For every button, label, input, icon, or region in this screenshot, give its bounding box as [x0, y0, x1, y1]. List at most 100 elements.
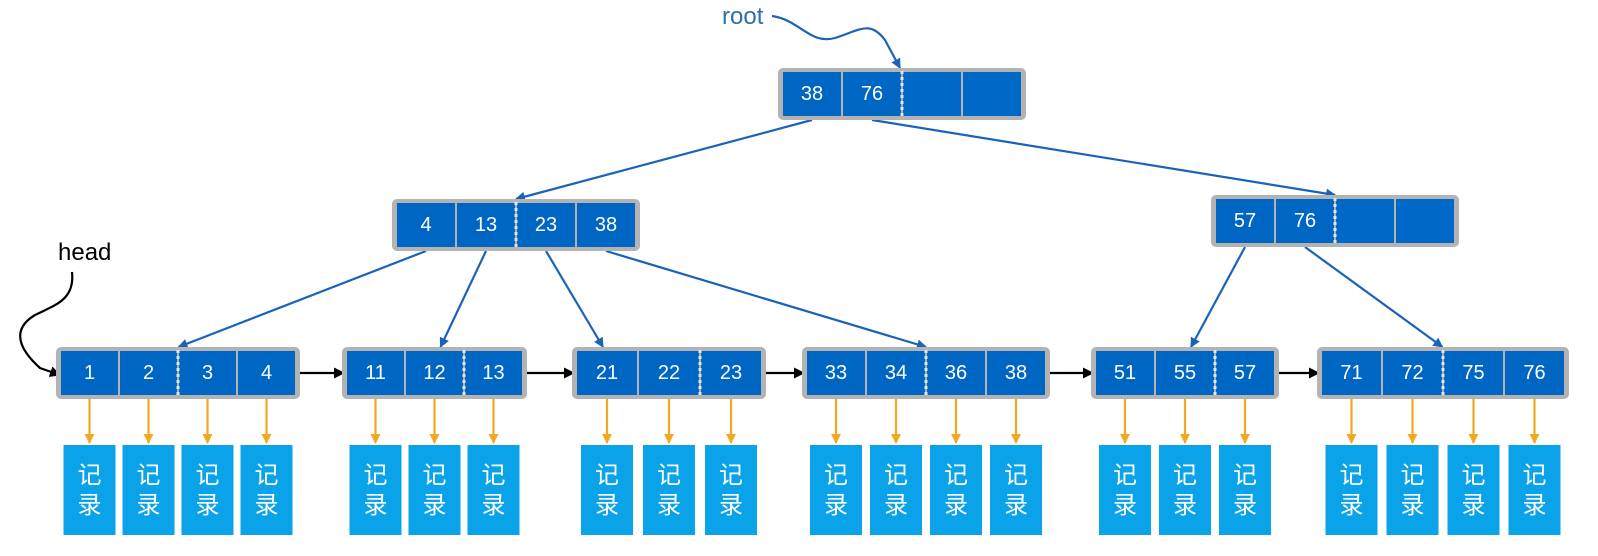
- leaf-node-6-cell-3: [1505, 351, 1564, 395]
- internal-node-2-cell-0: [1216, 199, 1274, 243]
- record-box: 记录: [240, 445, 293, 535]
- internal-node-2: 57 76: [1211, 195, 1459, 247]
- record-label: 记录: [1113, 461, 1137, 519]
- record-box: 记录: [181, 445, 234, 535]
- record-box: 记录: [930, 445, 982, 535]
- record-box-bg: [122, 445, 175, 535]
- record-label: 记录: [137, 461, 161, 519]
- record-box: 记录: [1447, 445, 1500, 535]
- leaf-node-1-cell-3: [238, 351, 295, 395]
- leaf-node-3-cell-2: [701, 351, 761, 395]
- leaf-node-3-cell-1: [639, 351, 699, 395]
- leaf-node-4-key: 33: [825, 362, 847, 384]
- record-label: 记录: [364, 461, 388, 519]
- leaf-node-1-key: 2: [143, 362, 154, 384]
- record-box-bg: [1386, 445, 1439, 535]
- record-label: 记录: [884, 461, 908, 519]
- leaf-node-2-key: 13: [482, 362, 504, 384]
- leaf-node-6-key: 72: [1401, 362, 1423, 384]
- internal-node-1-key: 13: [475, 214, 497, 236]
- leaf-node-6-cell-1: [1383, 351, 1442, 395]
- record-box: 记录: [643, 445, 695, 535]
- leaf-node-3-key: 23: [720, 362, 742, 384]
- leaf-node-4-cell-2: [927, 351, 985, 395]
- record-box: 记录: [1159, 445, 1211, 535]
- internal-node-2-cell-3: [1396, 199, 1454, 243]
- record-box-bg: [1099, 445, 1151, 535]
- internal-node-2-cell-2: [1336, 199, 1394, 243]
- record-box-bg: [181, 445, 234, 535]
- record-label: 记录: [824, 461, 848, 519]
- root-node-cell-2: [903, 72, 961, 116]
- leaf-node-6-key: 76: [1523, 362, 1545, 384]
- record-label: 记录: [719, 461, 743, 519]
- record-label: 记录: [78, 461, 102, 519]
- root-pointer-arrow: [771, 14, 901, 69]
- record-box-bg: [643, 445, 695, 535]
- record-box: 记录: [1325, 445, 1378, 535]
- record-box-bg: [1508, 445, 1561, 535]
- record-box: 记录: [1219, 445, 1271, 535]
- internal-node-2-key: 76: [1294, 210, 1316, 232]
- edge-root-to-internal-1: [515, 118, 813, 202]
- leaf-node-5-key: 55: [1174, 362, 1196, 384]
- record-box: 记录: [1508, 445, 1561, 535]
- leaf-node-1-cell-0: [61, 351, 118, 395]
- leaf-node-6-cell-2: [1444, 351, 1503, 395]
- leaf-node-4-key: 38: [1005, 362, 1027, 384]
- internal-node-1-key: 4: [420, 214, 431, 236]
- leaf-node-2-key: 11: [365, 362, 386, 384]
- record-box-bg: [930, 445, 982, 535]
- root-node-cell-0: [783, 72, 841, 116]
- leaf-node-1-cell-1: [120, 351, 177, 395]
- leaf-node-3-key: 22: [658, 362, 680, 384]
- leaf-node-5-cell-2: [1216, 351, 1274, 395]
- record-box: 记录: [870, 445, 922, 535]
- record-box: 记录: [990, 445, 1042, 535]
- leaf-node-6-cell-0: [1322, 351, 1381, 395]
- leaf-node-2: 11 12 13: [342, 347, 527, 399]
- record-box: 记录: [408, 445, 461, 535]
- record-box-bg: [581, 445, 633, 535]
- record-label: 记录: [196, 461, 220, 519]
- edge-internal-2-to-leaf-5: [1190, 246, 1246, 348]
- record-box-bg: [63, 445, 116, 535]
- record-label: 记录: [482, 461, 506, 519]
- leaf-node-6-key: 71: [1340, 362, 1362, 384]
- edge-internal-2-to-leaf-6: [1304, 246, 1444, 348]
- internal-node-2-key: 57: [1234, 210, 1256, 232]
- record-label: 记录: [423, 461, 447, 519]
- record-label: 记录: [1340, 461, 1364, 519]
- record-box: 记录: [581, 445, 633, 535]
- edge-internal-1-to-leaf-2: [439, 250, 487, 348]
- internal-node-1-cell-1: [457, 203, 515, 247]
- record-label: 记录: [657, 461, 681, 519]
- leaf-node-5-cell-1: [1156, 351, 1214, 395]
- leaf-node-2-key: 12: [423, 362, 445, 384]
- leaf-node-1-key: 3: [202, 362, 213, 384]
- record-box-bg: [1219, 445, 1271, 535]
- record-box: 记录: [1386, 445, 1439, 535]
- record-box: 记录: [810, 445, 862, 535]
- records: 记录记录记录记录记录记录记录记录记录记录记录记录记录记录记录记录记录记录记录记录…: [63, 399, 1561, 535]
- root-node-cell-3: [963, 72, 1021, 116]
- edge-internal-1-to-leaf-4: [605, 249, 927, 350]
- record-label: 记录: [1004, 461, 1028, 519]
- record-box-bg: [810, 445, 862, 535]
- record-box: 记录: [63, 445, 116, 535]
- head-pointer-arrow: [19, 271, 74, 377]
- record-box-bg: [1447, 445, 1500, 535]
- record-label: 记录: [1401, 461, 1425, 519]
- internal-node-1-cell-0: [397, 203, 455, 247]
- leaf-node-4-key: 34: [885, 362, 907, 384]
- leaf-node-2-cell-0: [347, 351, 404, 395]
- root-label: root: [722, 3, 764, 30]
- record-label: 记录: [595, 461, 619, 519]
